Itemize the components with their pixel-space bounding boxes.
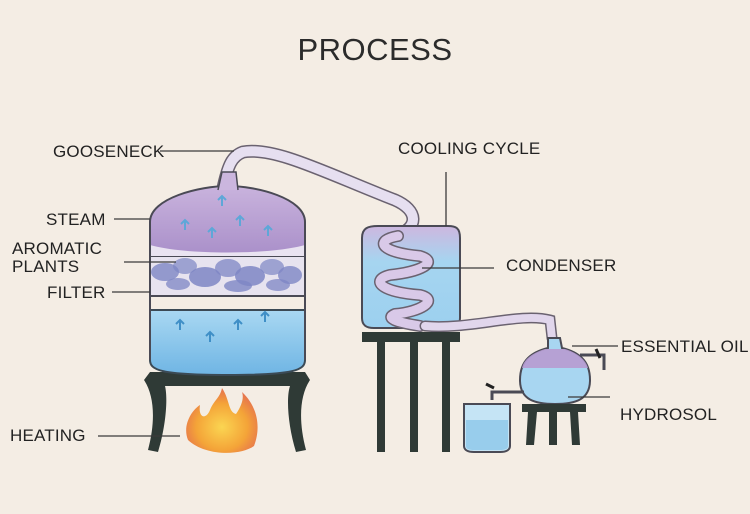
label-aromatic-plants-line2: PLANTS: [12, 258, 79, 275]
condenser-stand: [362, 332, 460, 452]
label-steam: STEAM: [46, 210, 106, 230]
label-heating: HEATING: [10, 426, 86, 446]
label-filter: FILTER: [47, 283, 106, 303]
label-cooling-cycle: COOLING CYCLE: [398, 139, 540, 159]
label-aromatic-plants-line1: AROMATIC: [12, 240, 102, 257]
label-essential-oil: ESSENTIAL OIL: [621, 337, 749, 357]
label-gooseneck: GOOSENECK: [53, 142, 164, 162]
label-condenser: CONDENSER: [506, 256, 616, 276]
flame: [186, 388, 257, 453]
separator-stand: [522, 404, 586, 445]
hydrosol-beaker: [464, 404, 510, 452]
label-hydrosol: HYDROSOL: [620, 405, 717, 425]
